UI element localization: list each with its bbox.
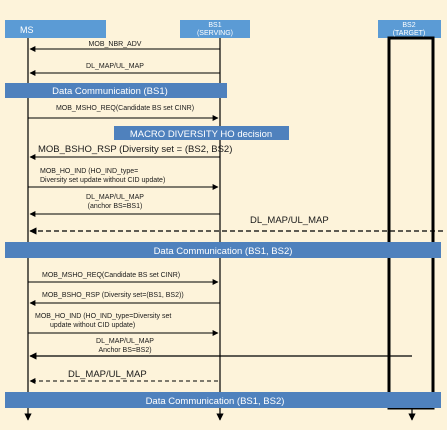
msg-mob-ho-ind-2a: MOB_HO_IND (HO_IND_type=Diversity set — [35, 313, 171, 320]
ms-header — [5, 20, 106, 38]
bs2-lifeline-box — [387, 36, 435, 410]
band-data-comm-bs1-bs2-1-label: Data Communication (BS1, BS2) — [154, 246, 293, 257]
band-data-comm-bs1 — [5, 83, 227, 98]
msg-dl-ul-map-4a: DL_MAP/UL_MAP — [96, 338, 154, 345]
msg-mob-nbr-adv: MOB_NBR_ADV — [89, 41, 142, 48]
msg-mob-bsho-rsp-1: MOB_BSHO_RSP (Diversity set = (BS2, BS2) — [38, 144, 232, 155]
msg-mob-ho-ind-1b: Diversity set update without CID update) — [40, 177, 165, 184]
band-data-comm-bs1-bs2-2 — [5, 392, 441, 408]
bs2-header — [378, 20, 441, 38]
msg-dl-ul-map-1: DL_MAP/UL_MAP — [86, 63, 144, 70]
band-data-comm-bs1-bs2-2-label: Data Communication (BS1, BS2) — [146, 396, 285, 407]
bs2-role: (TARGET) — [393, 30, 426, 37]
ms-label: MS — [20, 25, 34, 35]
msg-mob-msho-req-2: MOB_MSHO_REQ(Candidate BS set CINR) — [42, 272, 180, 279]
msg-mob-ho-ind-2b: update without CID update) — [50, 322, 135, 329]
band-data-comm-bs1-bs2-1 — [5, 242, 441, 258]
bs2-label: BS2 — [402, 22, 415, 29]
bs1-label: BS1 — [208, 22, 221, 29]
msg-dl-ul-map-5: DL_MAP/UL_MAP — [68, 369, 147, 380]
band-macro-diversity-label: MACRO DIVERSITY HO decision — [130, 129, 272, 140]
msg-dl-ul-map-2b: (anchor BS=BS1) — [88, 203, 143, 210]
msg-mob-msho-req-1: MOB_MSHO_REQ(Candidate BS set CINR) — [56, 105, 194, 112]
msg-dl-ul-map-4b: Anchor BS=BS2) — [98, 347, 151, 354]
msg-mob-ho-ind-1a: MOB_HO_IND (HO_IND_type= — [40, 168, 138, 175]
band-data-comm-bs1-label: Data Communication (BS1) — [52, 86, 168, 97]
band-macro-diversity — [114, 126, 289, 140]
msg-dl-ul-map-3: DL_MAP/UL_MAP — [250, 215, 329, 226]
msg-dl-ul-map-2a: DL_MAP/UL_MAP — [86, 194, 144, 201]
bs1-role: (SERVING) — [197, 30, 233, 37]
bs1-header — [180, 20, 250, 38]
msg-mob-bsho-rsp-2: MOB_BSHO_RSP (Diversity set=(BS1, BS2)) — [42, 292, 184, 299]
